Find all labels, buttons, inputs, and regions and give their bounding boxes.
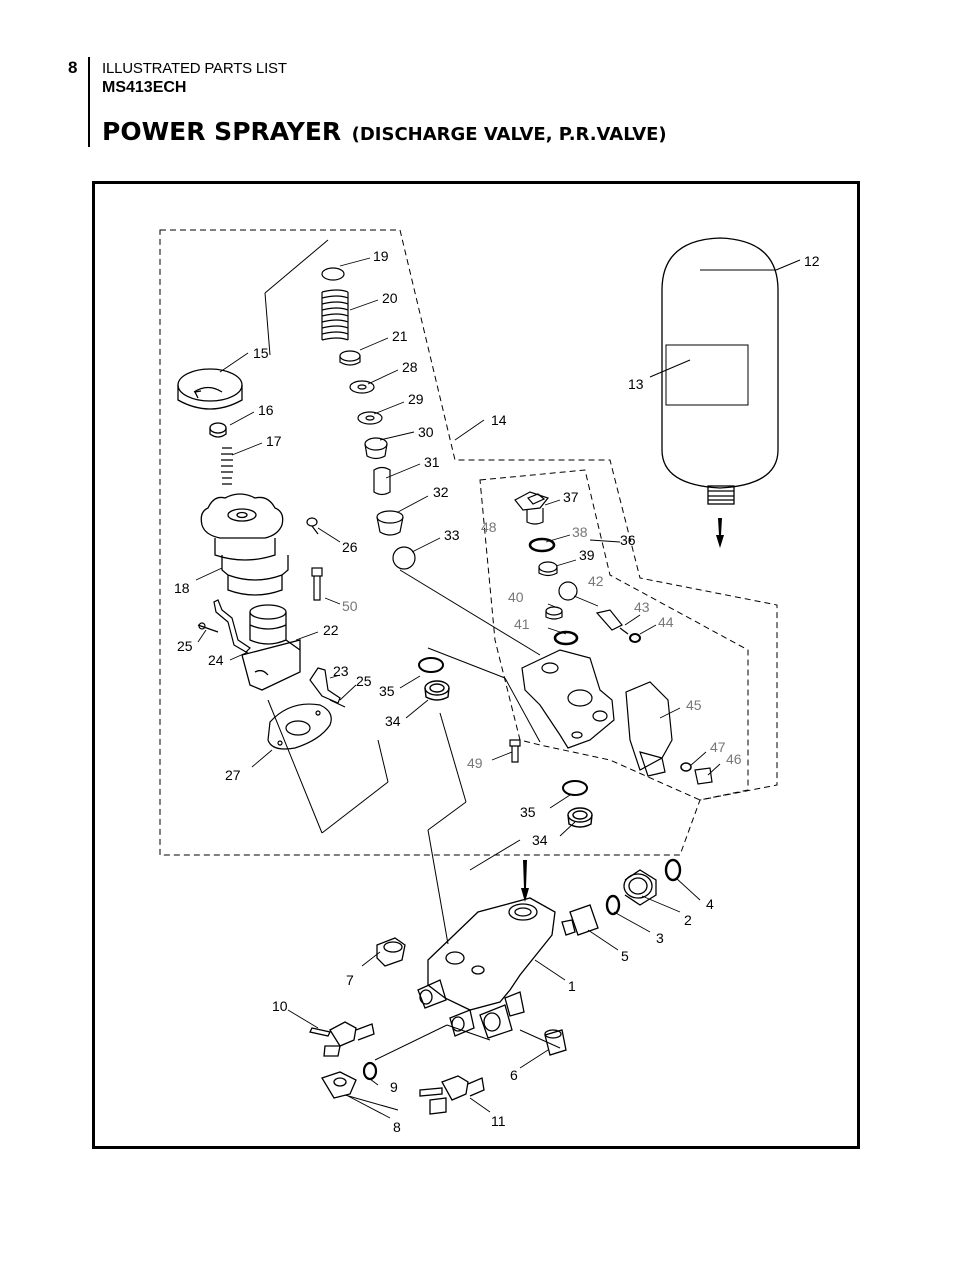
title-sub: (DISCHARGE VALVE, P.R.VALVE): [351, 124, 667, 145]
callout-50: 50: [342, 598, 358, 614]
callout-37: 37: [563, 489, 579, 505]
diagram-frame: [92, 181, 860, 1149]
callout-46: 46: [726, 751, 742, 767]
callout-4: 4: [706, 896, 714, 912]
callout-29: 29: [408, 391, 424, 407]
callout-labels: 1 2 3 4 5 6 7 8 9 10 11 12 13 14 15 16 1…: [174, 248, 820, 1135]
lever-24: [197, 599, 251, 653]
callout-7: 7: [346, 972, 354, 988]
callout-11: 11: [491, 1113, 506, 1129]
unloader-valve-cluster: [509, 491, 713, 785]
callout-33: 33: [444, 527, 460, 543]
callout-27: 27: [225, 767, 241, 783]
manifold-body-1: [417, 897, 556, 1039]
callout-36: 36: [620, 532, 636, 548]
valve-body-22: [241, 604, 301, 691]
document-type: ILLUSTRATED PARTS LIST: [102, 60, 287, 77]
callout-43: 43: [634, 599, 650, 615]
bolt-50: [311, 567, 323, 601]
callout-35a: 35: [379, 683, 395, 699]
callout-34a: 34: [385, 713, 401, 729]
callout-40: 40: [508, 589, 524, 605]
screw-26: [306, 517, 319, 535]
callout-16: 16: [258, 402, 274, 418]
pressure-knob-assembly: [177, 368, 289, 596]
header-divider: [88, 57, 90, 147]
bracket-23: [309, 667, 346, 708]
callout-20: 20: [382, 290, 398, 306]
flow-arrows: [521, 518, 724, 902]
callout-1: 1: [568, 978, 576, 994]
callout-leaders: [195, 257, 721, 1119]
pressure-tank-12: [661, 237, 779, 505]
gasket-27: [267, 703, 332, 750]
valve-stack-19-33: [321, 267, 416, 570]
callout-23: 23: [333, 663, 349, 679]
callout-22: 22: [323, 622, 339, 638]
callout-32: 32: [433, 484, 449, 500]
callout-28: 28: [402, 359, 418, 375]
fittings-2-7: [376, 858, 682, 1056]
callout-8: 8: [393, 1119, 401, 1135]
callout-12: 12: [804, 253, 820, 269]
callout-45: 45: [686, 697, 702, 713]
callout-25a: 25: [177, 638, 193, 654]
callout-3: 3: [656, 930, 664, 946]
callout-2: 2: [684, 912, 692, 928]
callout-42: 42: [588, 573, 604, 589]
callout-25b: 25: [356, 673, 372, 689]
callout-14: 14: [491, 412, 507, 428]
page-title: POWER SPRAYER (DISCHARGE VALVE, P.R.VALV…: [102, 117, 667, 146]
callout-15: 15: [253, 345, 269, 361]
callout-5: 5: [621, 948, 629, 964]
callout-35b: 35: [520, 804, 536, 820]
page-number: 8: [68, 58, 78, 77]
callout-39: 39: [579, 547, 595, 563]
callout-6: 6: [510, 1067, 518, 1083]
callout-18: 18: [174, 580, 190, 596]
callout-13: 13: [628, 376, 644, 392]
seals-34-35: [418, 657, 593, 828]
callout-21: 21: [392, 328, 408, 344]
drain-valves-8-11: [309, 1021, 485, 1115]
callout-47: 47: [710, 739, 726, 755]
callout-49: 49: [467, 755, 483, 771]
callout-30: 30: [418, 424, 434, 440]
callout-9: 9: [390, 1079, 398, 1095]
leader-lines: [264, 239, 801, 1111]
callout-26: 26: [342, 539, 358, 555]
model-number: MS413ECH: [102, 79, 187, 96]
callout-19: 19: [373, 248, 389, 264]
callout-34b: 34: [532, 832, 548, 848]
callout-17: 17: [266, 433, 282, 449]
callout-38: 38: [572, 524, 588, 540]
assembly-outlines: [159, 229, 778, 856]
callout-31: 31: [424, 454, 440, 470]
callout-44: 44: [658, 614, 674, 630]
callout-10: 10: [272, 998, 288, 1014]
title-main: POWER SPRAYER: [102, 117, 342, 146]
callout-41: 41: [514, 616, 530, 632]
callout-48: 48: [481, 519, 497, 535]
callout-24: 24: [208, 652, 224, 668]
